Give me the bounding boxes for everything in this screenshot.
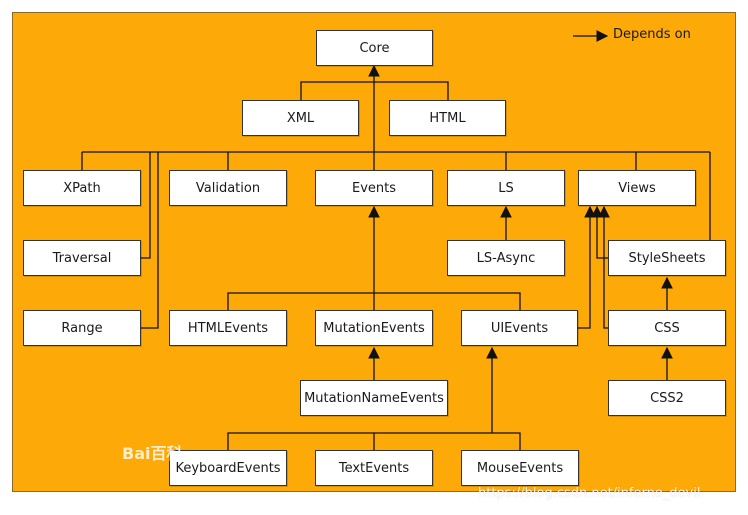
node-keyboard-events: KeyboardEvents: [169, 450, 287, 486]
node-html: HTML: [389, 100, 506, 136]
node-css: CSS: [608, 310, 726, 346]
legend-label: Depends on: [613, 27, 691, 42]
node-html-events: HTMLEvents: [169, 310, 287, 346]
node-stylesheets: StyleSheets: [608, 240, 726, 276]
node-validation: Validation: [169, 170, 287, 206]
edge-stylesheets-to-views: [591, 205, 608, 259]
baidu-watermark: Bai百科: [122, 444, 183, 463]
node-ui-events: UIEvents: [461, 310, 578, 346]
node-views: Views: [578, 170, 696, 206]
node-mutation-name-events: MutationNameEvents: [300, 380, 448, 416]
url-watermark: https://blog.csdn.net/inferno_devil: [478, 486, 701, 501]
node-mouse-events: MouseEvents: [461, 450, 579, 486]
node-css2: CSS2: [608, 380, 726, 416]
edge-range-to-bus: [141, 152, 159, 329]
node-traversal: Traversal: [23, 240, 141, 276]
node-xml: XML: [242, 100, 359, 136]
edge-traversal-to-bus: [141, 152, 151, 259]
node-text-events: TextEvents: [315, 450, 433, 486]
node-mutation-events: MutationEvents: [315, 310, 433, 346]
edge-css-to-views: [598, 205, 610, 329]
node-events: Events: [315, 170, 433, 206]
node-xpath: XPath: [23, 170, 141, 206]
node-range: Range: [23, 310, 141, 346]
edge-uievents-to-views: [578, 205, 596, 329]
node-ls-async: LS-Async: [447, 240, 565, 276]
node-core: Core: [316, 30, 433, 66]
node-ls: LS: [447, 170, 565, 206]
